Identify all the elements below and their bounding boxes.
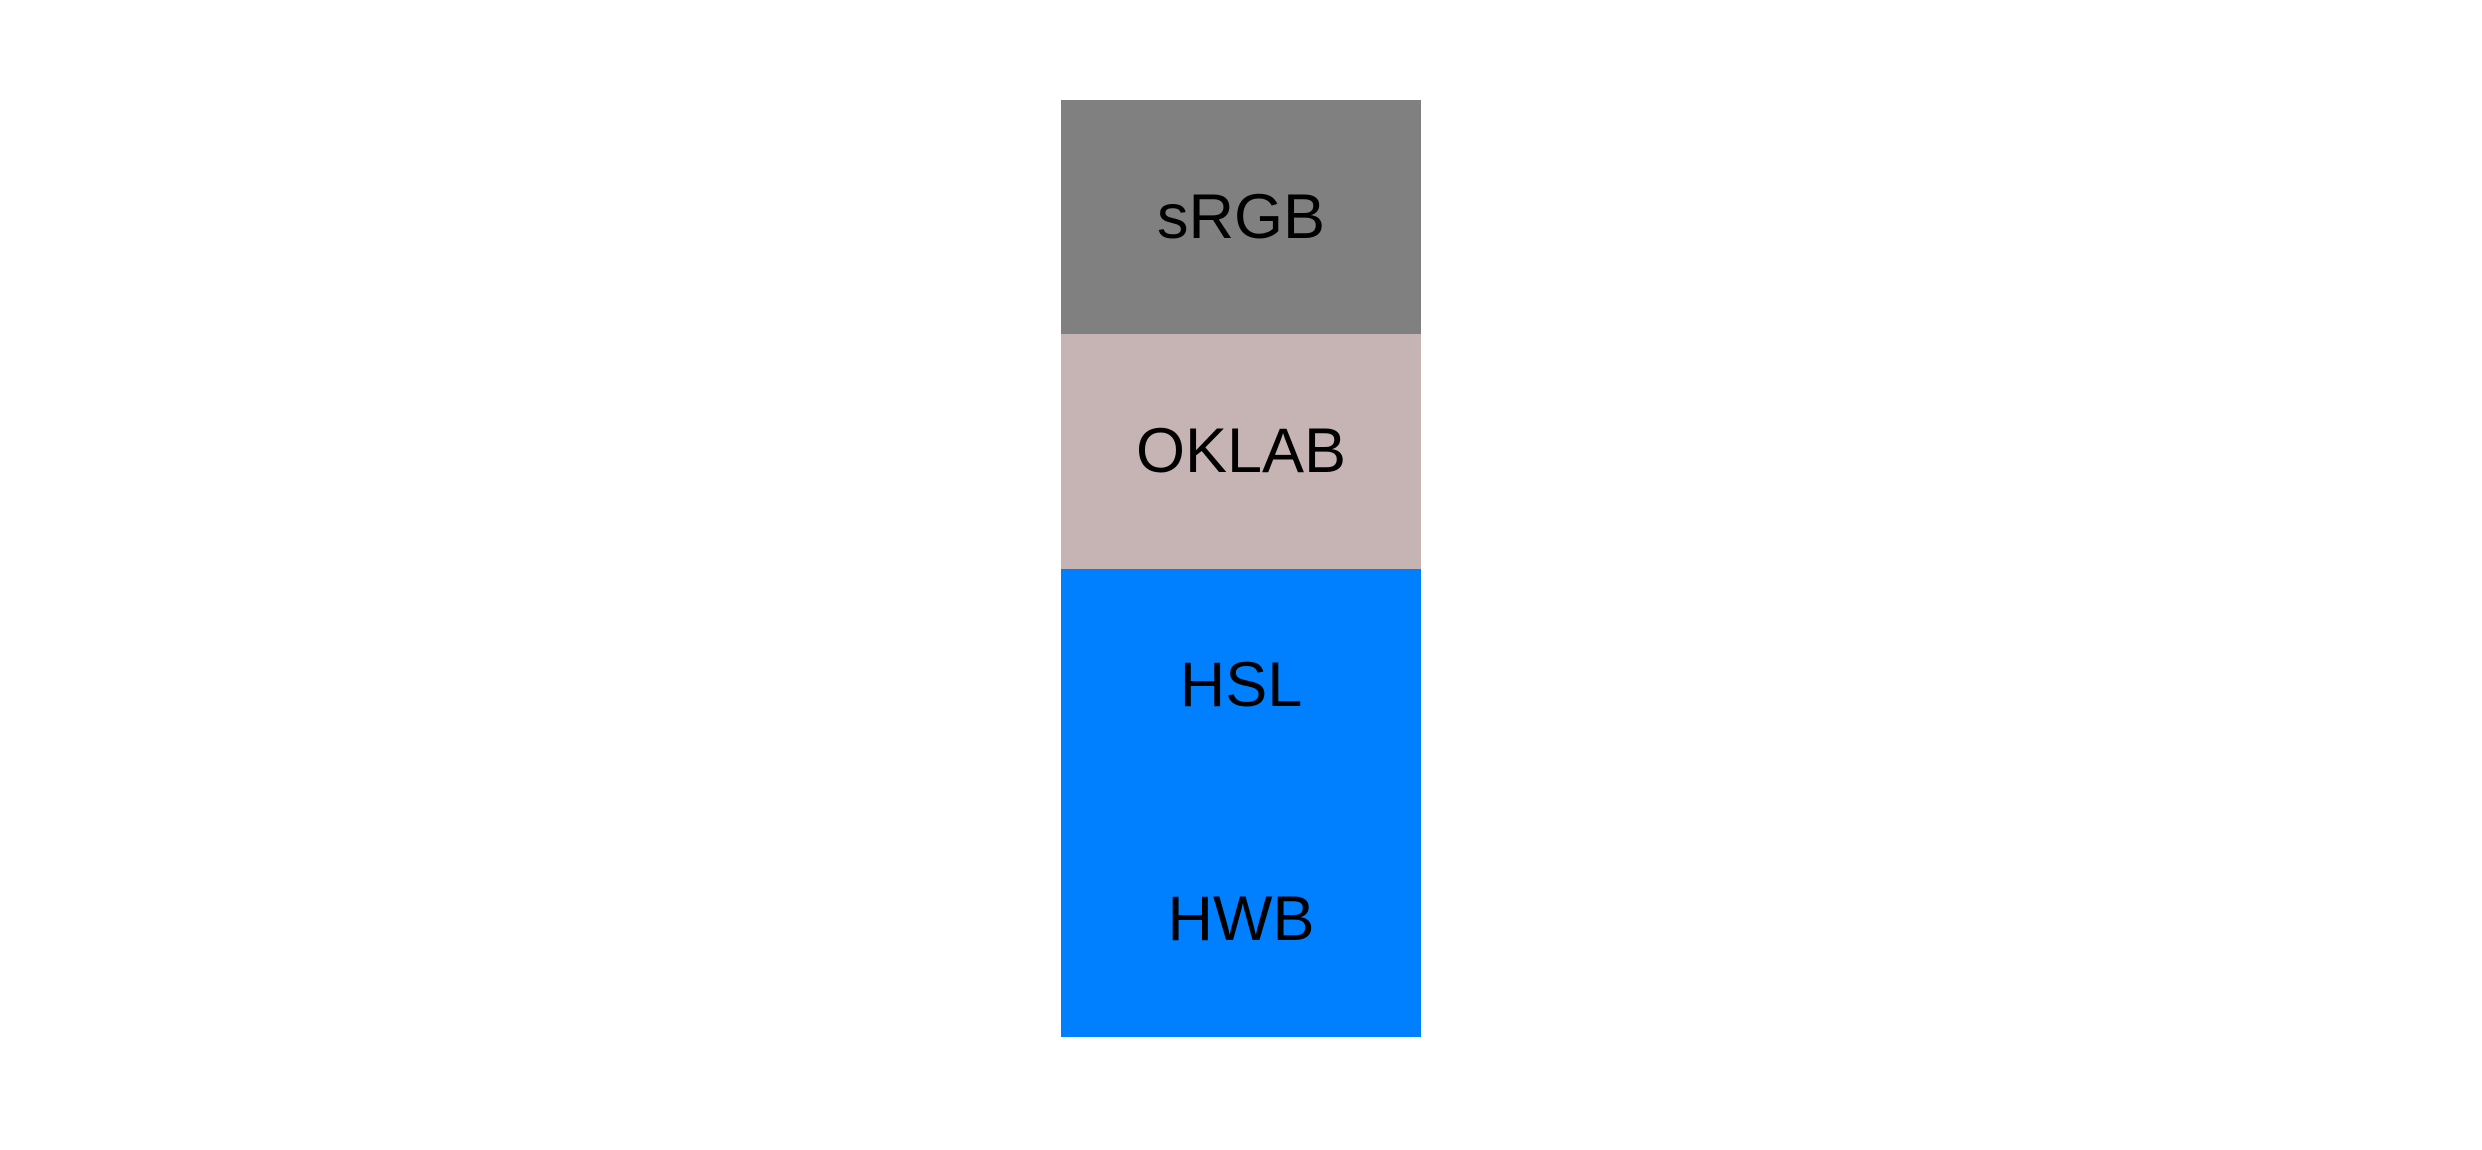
swatch-label-srgb: sRGB xyxy=(1156,181,1326,252)
swatch-label-oklab: OKLAB xyxy=(1135,415,1347,486)
swatch-hwb: HWB xyxy=(1061,802,1421,1037)
swatch-label-hwb: HWB xyxy=(1167,884,1315,955)
swatch-label-hsl: HSL xyxy=(1179,650,1303,721)
color-space-swatch-column: sRGB OKLAB HSL HWB xyxy=(1061,100,1421,1037)
swatch-srgb: sRGB xyxy=(1061,100,1421,335)
swatch-oklab: OKLAB xyxy=(1061,334,1421,569)
swatch-hsl: HSL xyxy=(1061,568,1421,803)
